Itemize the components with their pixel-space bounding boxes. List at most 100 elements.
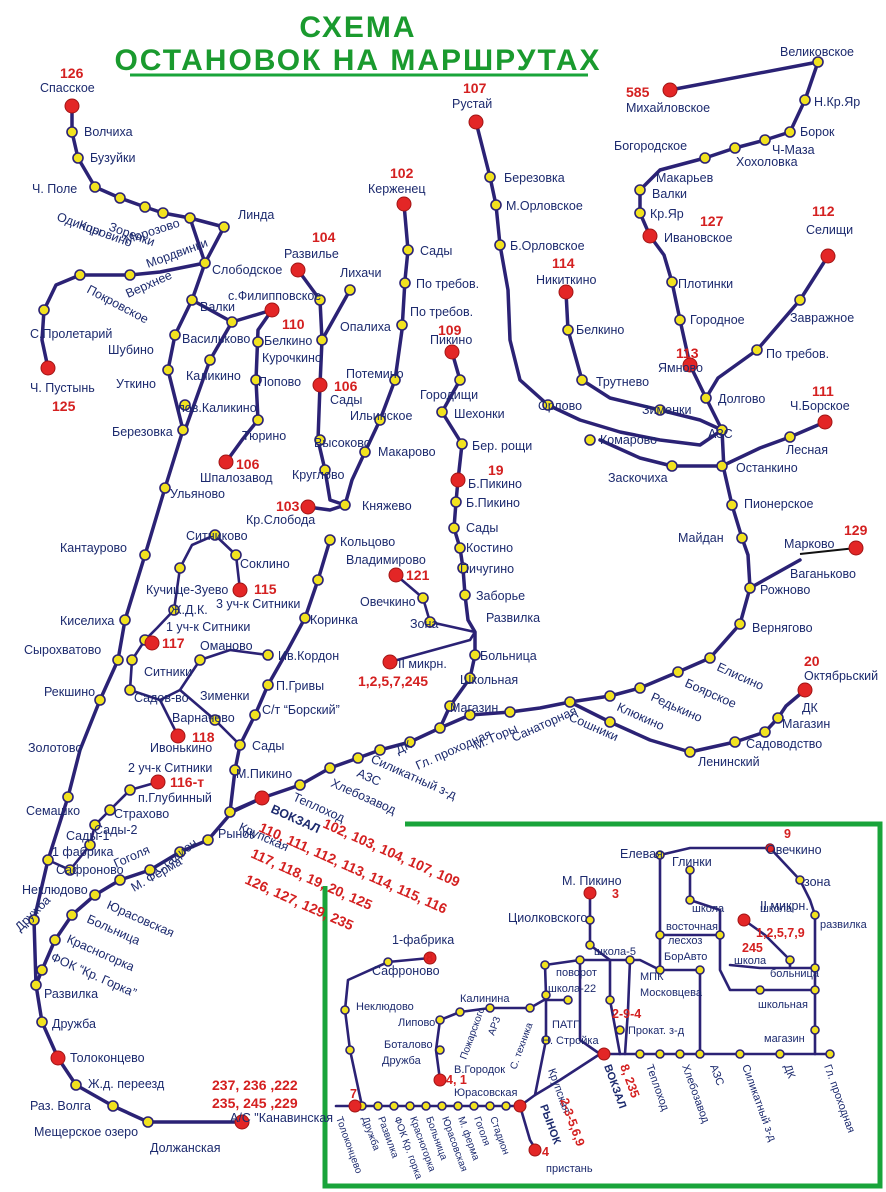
svg-text:Сафроново: Сафроново	[56, 863, 124, 877]
svg-text:Княжево: Княжево	[362, 499, 412, 513]
svg-text:С/т “Борский”: С/т “Борский”	[262, 703, 340, 717]
svg-text:ПАТП: ПАТП	[552, 1019, 581, 1031]
svg-text:Соклино: Соклино	[240, 557, 290, 571]
svg-text:Прокат. з-д: Прокат. з-д	[628, 1025, 685, 1037]
svg-text:235, 245 ,229: 235, 245 ,229	[212, 1095, 298, 1111]
svg-text:106: 106	[236, 456, 260, 472]
svg-text:Октябрьский: Октябрьский	[804, 669, 878, 683]
svg-text:112: 112	[812, 203, 835, 219]
svg-text:Заборье: Заборье	[476, 589, 525, 603]
svg-text:Керженец: Керженец	[368, 182, 426, 196]
svg-text:Михайловское: Михайловское	[626, 101, 710, 115]
svg-text:Садов-во: Садов-во	[134, 691, 189, 705]
svg-text:Васильково: Васильково	[182, 332, 250, 346]
svg-text:Юрасовская: Юрасовская	[454, 1087, 517, 1099]
svg-text:129: 129	[844, 522, 868, 538]
svg-text:Дружба: Дружба	[52, 1017, 96, 1031]
svg-text:школьная: школьная	[758, 999, 808, 1011]
svg-text:Неклюдово: Неклюдово	[22, 883, 88, 897]
svg-text:Слободское: Слободское	[212, 263, 282, 277]
svg-text:114: 114	[552, 255, 575, 271]
svg-text:По требов.: По требов.	[766, 347, 829, 361]
svg-text:Ивановское: Ивановское	[664, 231, 733, 245]
svg-text:Белкино: Белкино	[264, 334, 312, 348]
svg-text:Зименки: Зименки	[642, 403, 691, 417]
svg-text:Раз. Волга: Раз. Волга	[30, 1099, 91, 1113]
svg-text:4: 4	[542, 1145, 549, 1159]
svg-text:121: 121	[406, 567, 430, 583]
svg-text:Опалиха: Опалиха	[340, 320, 391, 334]
svg-text:Ж.д. переезд: Ж.д. переезд	[88, 1077, 165, 1091]
svg-text:лесхоз: лесхоз	[668, 935, 702, 947]
svg-text:Н. Стройка: Н. Стройка	[542, 1035, 599, 1047]
svg-text:7: 7	[350, 1087, 357, 1101]
svg-text:Борок: Борок	[800, 125, 835, 139]
svg-text:Зименки: Зименки	[200, 689, 249, 703]
svg-text:Ленинский: Ленинский	[698, 755, 760, 769]
svg-text:Кр.Яр: Кр.Яр	[650, 207, 684, 221]
svg-text:Березовка: Березовка	[504, 171, 565, 185]
svg-text:Сафроново: Сафроново	[372, 964, 440, 978]
svg-text:М. Пикино: М. Пикино	[562, 874, 622, 888]
svg-text:245: 245	[742, 941, 763, 955]
svg-text:109: 109	[438, 322, 462, 338]
svg-text:Никиткино: Никиткино	[536, 273, 597, 287]
svg-text:ДК: ДК	[394, 737, 415, 756]
svg-text:Селищи: Селищи	[806, 223, 853, 237]
svg-text:Костино: Костино	[466, 541, 513, 555]
svg-text:Высоково: Высоково	[314, 436, 371, 450]
svg-text:237, 236 ,222: 237, 236 ,222	[212, 1077, 298, 1093]
svg-text:Ж.Д.К.: Ж.Д.К.	[170, 603, 208, 617]
svg-text:1 уч-к Ситники: 1 уч-к Ситники	[166, 620, 250, 634]
svg-text:Ив.Кордон: Ив.Кордон	[278, 649, 339, 663]
svg-text:110: 110	[282, 316, 305, 332]
svg-text:106: 106	[334, 378, 358, 394]
svg-text:Заскочиха: Заскочиха	[608, 471, 668, 485]
svg-text:Пионерское: Пионерское	[744, 497, 814, 511]
svg-text:126: 126	[60, 65, 84, 81]
svg-text:4, 1: 4, 1	[446, 1073, 467, 1087]
svg-text:Хохоловка: Хохоловка	[736, 155, 798, 169]
svg-text:По требов.: По требов.	[410, 305, 473, 319]
svg-text:Майдан: Майдан	[678, 531, 724, 545]
svg-text:больница: больница	[770, 968, 820, 980]
svg-text:1,2,5,7,9: 1,2,5,7,9	[756, 926, 805, 940]
svg-text:Развилка: Развилка	[44, 987, 98, 1001]
svg-text:Рустай: Рустай	[452, 97, 492, 111]
svg-text:Ч. Поле: Ч. Поле	[32, 182, 77, 196]
svg-text:Дружба: Дружба	[382, 1055, 422, 1067]
svg-text:1 фабрика: 1 фабрика	[52, 845, 113, 859]
svg-text:Калинина: Калинина	[460, 993, 510, 1005]
svg-text:магазин: магазин	[764, 1033, 805, 1045]
svg-text:117: 117	[162, 635, 185, 651]
svg-text:Сады-1: Сады-1	[66, 829, 110, 843]
svg-text:Н.Кр.Яр: Н.Кр.Яр	[814, 95, 860, 109]
svg-text:118: 118	[192, 729, 215, 745]
svg-text:школа: школа	[692, 903, 725, 915]
svg-text:зона: зона	[804, 875, 830, 889]
svg-text:104: 104	[312, 229, 336, 245]
svg-text:Циолковского: Циолковского	[508, 911, 587, 925]
svg-text:МПК: МПК	[640, 971, 664, 983]
svg-text:Богородское: Богородское	[614, 139, 687, 153]
svg-text:Плотинки: Плотинки	[678, 277, 733, 291]
svg-text:Ульяново: Ульяново	[170, 487, 225, 501]
svg-text:Сады-2: Сады-2	[94, 823, 138, 837]
svg-text:Золотово: Золотово	[28, 741, 82, 755]
stop-dots	[28, 56, 824, 1128]
svg-text:Владимирово: Владимирово	[346, 553, 426, 567]
svg-text:Должанская: Должанская	[150, 1141, 221, 1155]
svg-text:Школьная: Школьная	[460, 673, 518, 687]
svg-text:Ч.Борское: Ч.Борское	[790, 399, 850, 413]
svg-text:Кр.Слобода: Кр.Слобода	[246, 513, 315, 527]
svg-text:Б.Орловское: Б.Орловское	[510, 239, 585, 253]
svg-text:Бузуйки: Бузуйки	[90, 151, 135, 165]
svg-text:Сады: Сады	[420, 244, 452, 258]
svg-text:Городное: Городное	[690, 313, 745, 327]
svg-text:Б.Пикино: Б.Пикино	[466, 496, 520, 510]
svg-text:Ваганьково: Ваганьково	[790, 567, 856, 581]
svg-text:п.Глубинный: п.Глубинный	[138, 791, 212, 805]
svg-text:Мещерское озеро: Мещерское озеро	[34, 1125, 138, 1139]
svg-text:школа: школа	[734, 955, 767, 967]
